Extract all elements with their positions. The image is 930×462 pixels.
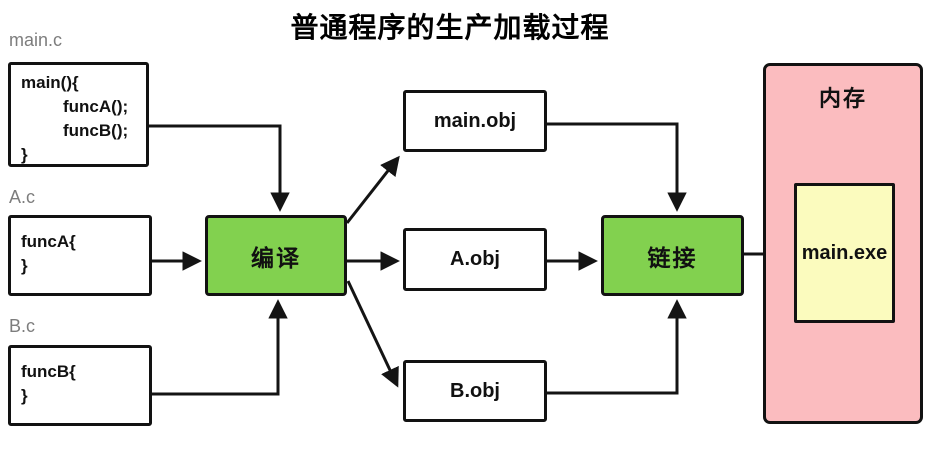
diagram-title: 普通程序的生产加载过程 xyxy=(290,12,610,43)
link-step-box: 链接 xyxy=(601,215,744,296)
code-line: } xyxy=(21,256,28,275)
compile-step-box: 编译 xyxy=(205,215,347,296)
arrow-mainc-to-compile xyxy=(148,124,290,212)
arrow-bobj-to-link xyxy=(547,299,687,395)
code-line: funcB(); xyxy=(63,121,129,140)
file-label-b-c: B.c xyxy=(9,316,36,336)
source-box-a-c: funcA{ } xyxy=(8,215,152,296)
code-line: funcB{ xyxy=(21,362,76,381)
memory-label: 内存 xyxy=(818,86,867,111)
source-box-b-c: funcB{ } xyxy=(8,345,152,426)
code-line: main(){ xyxy=(21,73,79,92)
object-box-main-obj: main.obj xyxy=(403,90,547,152)
code-line: funcA{ xyxy=(21,232,76,251)
source-box-main-c: main(){ funcA(); funcB(); } xyxy=(8,62,149,167)
code-line: funcA(); xyxy=(63,97,129,116)
object-box-a-obj: A.obj xyxy=(403,228,547,291)
exe-box-main-exe: main.exe xyxy=(794,183,895,323)
object-box-b-obj: B.obj xyxy=(403,360,547,422)
arrow-bc-to-compile xyxy=(150,299,288,396)
file-label-a-c: A.c xyxy=(9,187,36,207)
memory-region-box: 内存 main.exe xyxy=(763,63,923,424)
arrow-compile-to-mainobj xyxy=(345,155,400,224)
code-line: } xyxy=(21,145,28,164)
arrow-compile-to-bobj xyxy=(346,280,399,388)
arrow-mainobj-to-link xyxy=(547,122,687,212)
file-label-main-c: main.c xyxy=(9,30,63,50)
code-line: } xyxy=(21,386,28,405)
